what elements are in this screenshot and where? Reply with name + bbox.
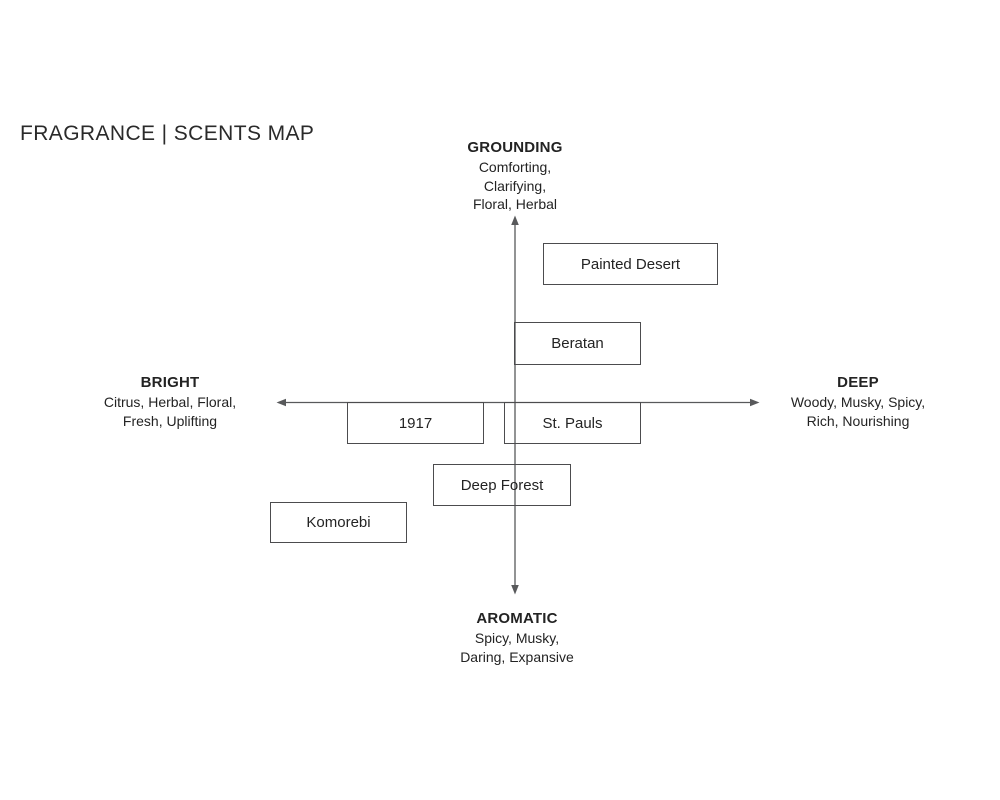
scent-box-label: 1917 <box>398 414 433 432</box>
axis-label-aromatic: AROMATIC Spicy, Musky, Daring, Expansive <box>460 610 574 666</box>
axis-title: DEEP <box>837 374 879 391</box>
arrow-right-icon <box>750 398 760 407</box>
axis-title: AROMATIC <box>476 610 558 627</box>
axis-descriptor: Spicy, Musky, <box>474 630 560 646</box>
scent-box-label: Komorebi <box>306 514 371 531</box>
axis-label-deep: DEEP Woody, Musky, Spicy, Rich, Nourishi… <box>791 374 925 430</box>
axis-title: BRIGHT <box>140 374 200 391</box>
axis-descriptor: Clarifying, <box>483 177 547 194</box>
scent-box-komorebi: Komorebi <box>270 502 407 543</box>
axis-descriptor: Citrus, Herbal, Floral, <box>103 394 237 410</box>
axis-descriptor: Floral, Herbal <box>472 196 558 212</box>
page-title: FRAGRANCE | SCENTS MAP <box>20 122 315 145</box>
scent-box-1917: 1917 <box>347 402 484 444</box>
arrow-up-icon <box>511 215 519 225</box>
scent-box-label: Deep Forest <box>460 476 544 494</box>
scent-box-deep-forest: Deep Forest <box>433 464 571 506</box>
scent-box-label: Beratan <box>551 335 604 352</box>
scent-box-label: St. Pauls <box>542 414 603 432</box>
axis-label-bright: BRIGHT Citrus, Herbal, Floral, Fresh, Up… <box>104 374 236 430</box>
scent-box-st-pauls: St. Pauls <box>504 402 641 444</box>
axis-descriptor: Fresh, Uplifting <box>122 412 218 429</box>
scent-box-beratan: Beratan <box>514 322 641 365</box>
axis-label-grounding: GROUNDING Comforting, Clarifying, Floral… <box>467 139 562 214</box>
arrow-left-icon <box>276 398 286 407</box>
scent-box-label: Painted Desert <box>580 255 681 273</box>
scent-box-painted-desert: Painted Desert <box>543 243 718 285</box>
axis-title: GROUNDING <box>467 139 563 156</box>
axis-descriptor: Daring, Expansive <box>460 648 574 665</box>
arrow-down-icon <box>511 585 519 595</box>
axis-descriptor: Woody, Musky, Spicy, <box>790 394 926 410</box>
axis-descriptor: Rich, Nourishing <box>806 412 910 429</box>
axis-descriptor: Comforting, <box>478 159 552 175</box>
